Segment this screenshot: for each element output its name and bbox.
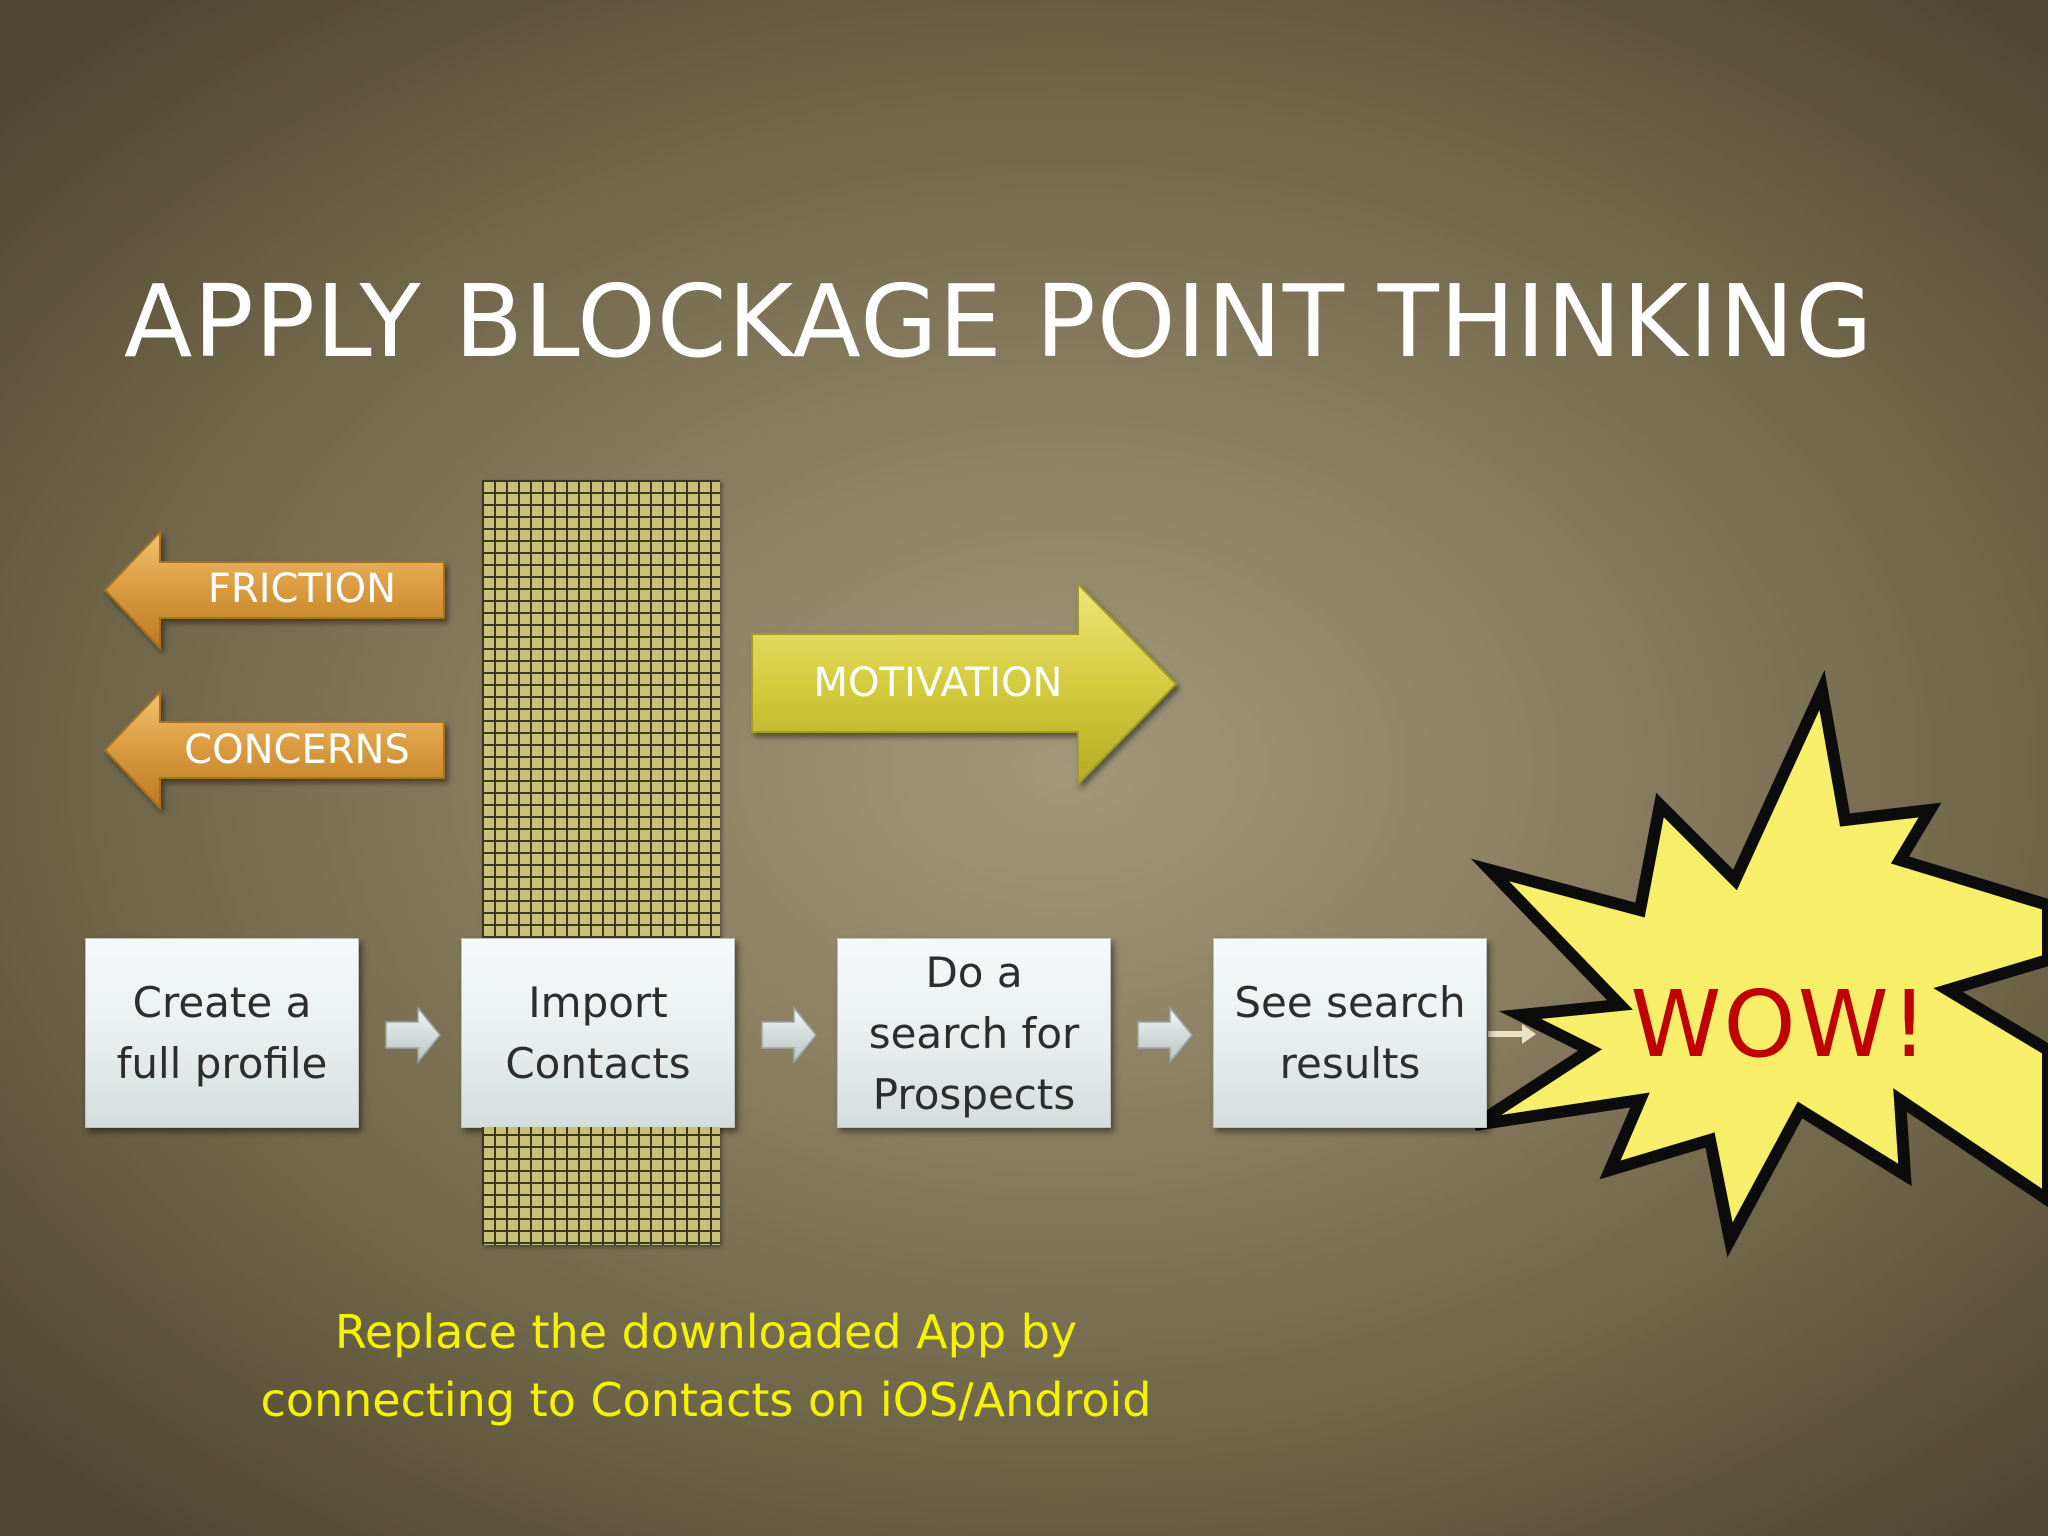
burst-connector-arrow — [1488, 1024, 1536, 1044]
step-connector-arrow — [761, 1005, 817, 1065]
motivation-label: MOTIVATION — [813, 660, 1063, 706]
step-create-profile: Create a full profile — [85, 938, 359, 1128]
step-see-results: See search results — [1213, 938, 1487, 1128]
step-connector-arrow — [385, 1005, 441, 1065]
step-label: Do a search for Prospects — [868, 947, 1080, 1119]
note-text: Replace the downloaded App by connecting… — [260, 1305, 1152, 1427]
motivation-arrow — [751, 581, 1178, 787]
step-label: Import Contacts — [505, 978, 691, 1088]
concerns-label: CONCERNS — [184, 727, 410, 773]
step-connector-arrow — [1137, 1005, 1193, 1065]
friction-label: FRICTION — [207, 566, 397, 612]
step-search-prospects: Do a search for Prospects — [837, 938, 1111, 1128]
step-import-contacts: Import Contacts — [461, 938, 735, 1128]
step-label: Create a full profile — [116, 978, 328, 1088]
step-label: See search results — [1234, 978, 1466, 1088]
brick-wall-lower — [482, 1127, 720, 1245]
starburst — [1470, 670, 2048, 1258]
slide-title: APPLY BLOCKAGE POINT THINKING — [124, 263, 1874, 380]
friction-arrow — [103, 529, 445, 651]
wow-text: WOW! — [1630, 971, 1930, 1078]
concerns-arrow — [103, 689, 445, 811]
